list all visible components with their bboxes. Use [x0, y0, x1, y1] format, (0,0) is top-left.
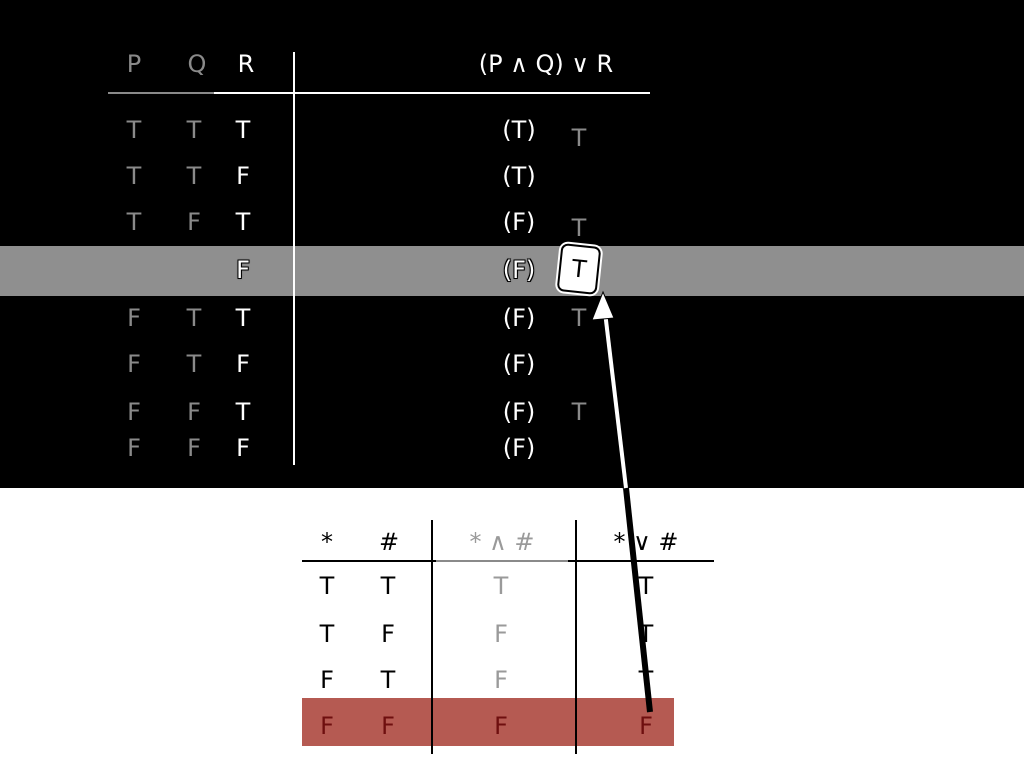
- bottom-cell: F: [494, 666, 508, 694]
- header-r: R: [237, 50, 255, 78]
- row-cell-q: T: [186, 304, 202, 332]
- bottom-cell: F: [381, 620, 395, 648]
- bottom-highlight-row: [302, 698, 674, 746]
- header-rule-pq: [108, 92, 214, 94]
- bottom-cell: T: [319, 620, 335, 648]
- bottom-header-star: *: [321, 528, 333, 556]
- row-cell-q: F: [187, 434, 201, 462]
- row-cell-r: F: [236, 162, 250, 190]
- top-truth-table-panel: [0, 0, 1024, 488]
- row-cell-q: F: [187, 398, 201, 426]
- bottom-header-rule-left: [302, 560, 436, 562]
- bottom-cell: F: [494, 620, 508, 648]
- row-cell-p: F: [127, 398, 141, 426]
- bottom-cell: T: [380, 666, 396, 694]
- row-cell-r: T: [235, 208, 251, 236]
- bottom-cell: T: [319, 572, 335, 600]
- row-cell-pq: (F): [502, 304, 536, 332]
- bottom-divider-2: [575, 520, 577, 754]
- bottom-cell: F: [381, 712, 395, 740]
- row-cell-pq: (T): [502, 116, 536, 144]
- row-cell-pq: (F): [502, 256, 536, 284]
- bottom-header-rule-right: [568, 560, 714, 562]
- bottom-cell: T: [493, 572, 509, 600]
- row-cell-q: T: [186, 116, 202, 144]
- bottom-header-or: * ∨ #: [613, 528, 679, 556]
- header-p: P: [126, 50, 142, 78]
- header-rule: [214, 92, 650, 94]
- bottom-cell: F: [320, 712, 334, 740]
- column-divider: [293, 52, 295, 465]
- bottom-cell: T: [380, 572, 396, 600]
- row-cell-p: T: [126, 162, 142, 190]
- bottom-cell: T: [638, 620, 654, 648]
- top-highlight-row: [0, 246, 1024, 296]
- row-cell-pq: (T): [502, 162, 536, 190]
- row-cell-pq: (F): [502, 208, 536, 236]
- bottom-cell: F: [494, 712, 508, 740]
- row-cell-p: T: [126, 116, 142, 144]
- bottom-cell: F: [639, 712, 653, 740]
- row-cell-r: T: [235, 398, 251, 426]
- row-cell-r: F: [236, 350, 250, 378]
- bottom-header-hash: #: [378, 528, 400, 556]
- row-cell-pq: (F): [502, 398, 536, 426]
- highlighted-result-box: T: [556, 243, 602, 295]
- bottom-cell: T: [638, 666, 654, 694]
- row-cell-p: T: [126, 208, 142, 236]
- row-cell-pq: (F): [502, 350, 536, 378]
- row-cell-r: T: [235, 116, 251, 144]
- row-cell-r: F: [236, 434, 250, 462]
- row-cell-result: T: [571, 124, 587, 152]
- row-cell-p: F: [127, 350, 141, 378]
- bottom-cell: F: [320, 666, 334, 694]
- highlighted-result-value: T: [570, 254, 588, 284]
- row-cell-pq: (F): [502, 434, 536, 462]
- row-cell-result: T: [571, 214, 587, 242]
- row-cell-r: F: [236, 256, 250, 284]
- row-cell-result: T: [571, 304, 587, 332]
- bottom-cell: T: [638, 572, 654, 600]
- row-cell-q: F: [187, 208, 201, 236]
- row-cell-p: F: [127, 434, 141, 462]
- header-expression: (P ∧ Q) ∨ R: [478, 50, 614, 78]
- row-cell-r: T: [235, 304, 251, 332]
- row-cell-q: T: [186, 350, 202, 378]
- bottom-header-and: * ∧ #: [469, 528, 535, 556]
- row-cell-p: F: [127, 304, 141, 332]
- row-cell-result: T: [571, 398, 587, 426]
- row-cell-q: T: [186, 162, 202, 190]
- header-q: Q: [187, 50, 207, 78]
- bottom-divider-1: [431, 520, 433, 754]
- bottom-header-rule-middle: [436, 560, 568, 562]
